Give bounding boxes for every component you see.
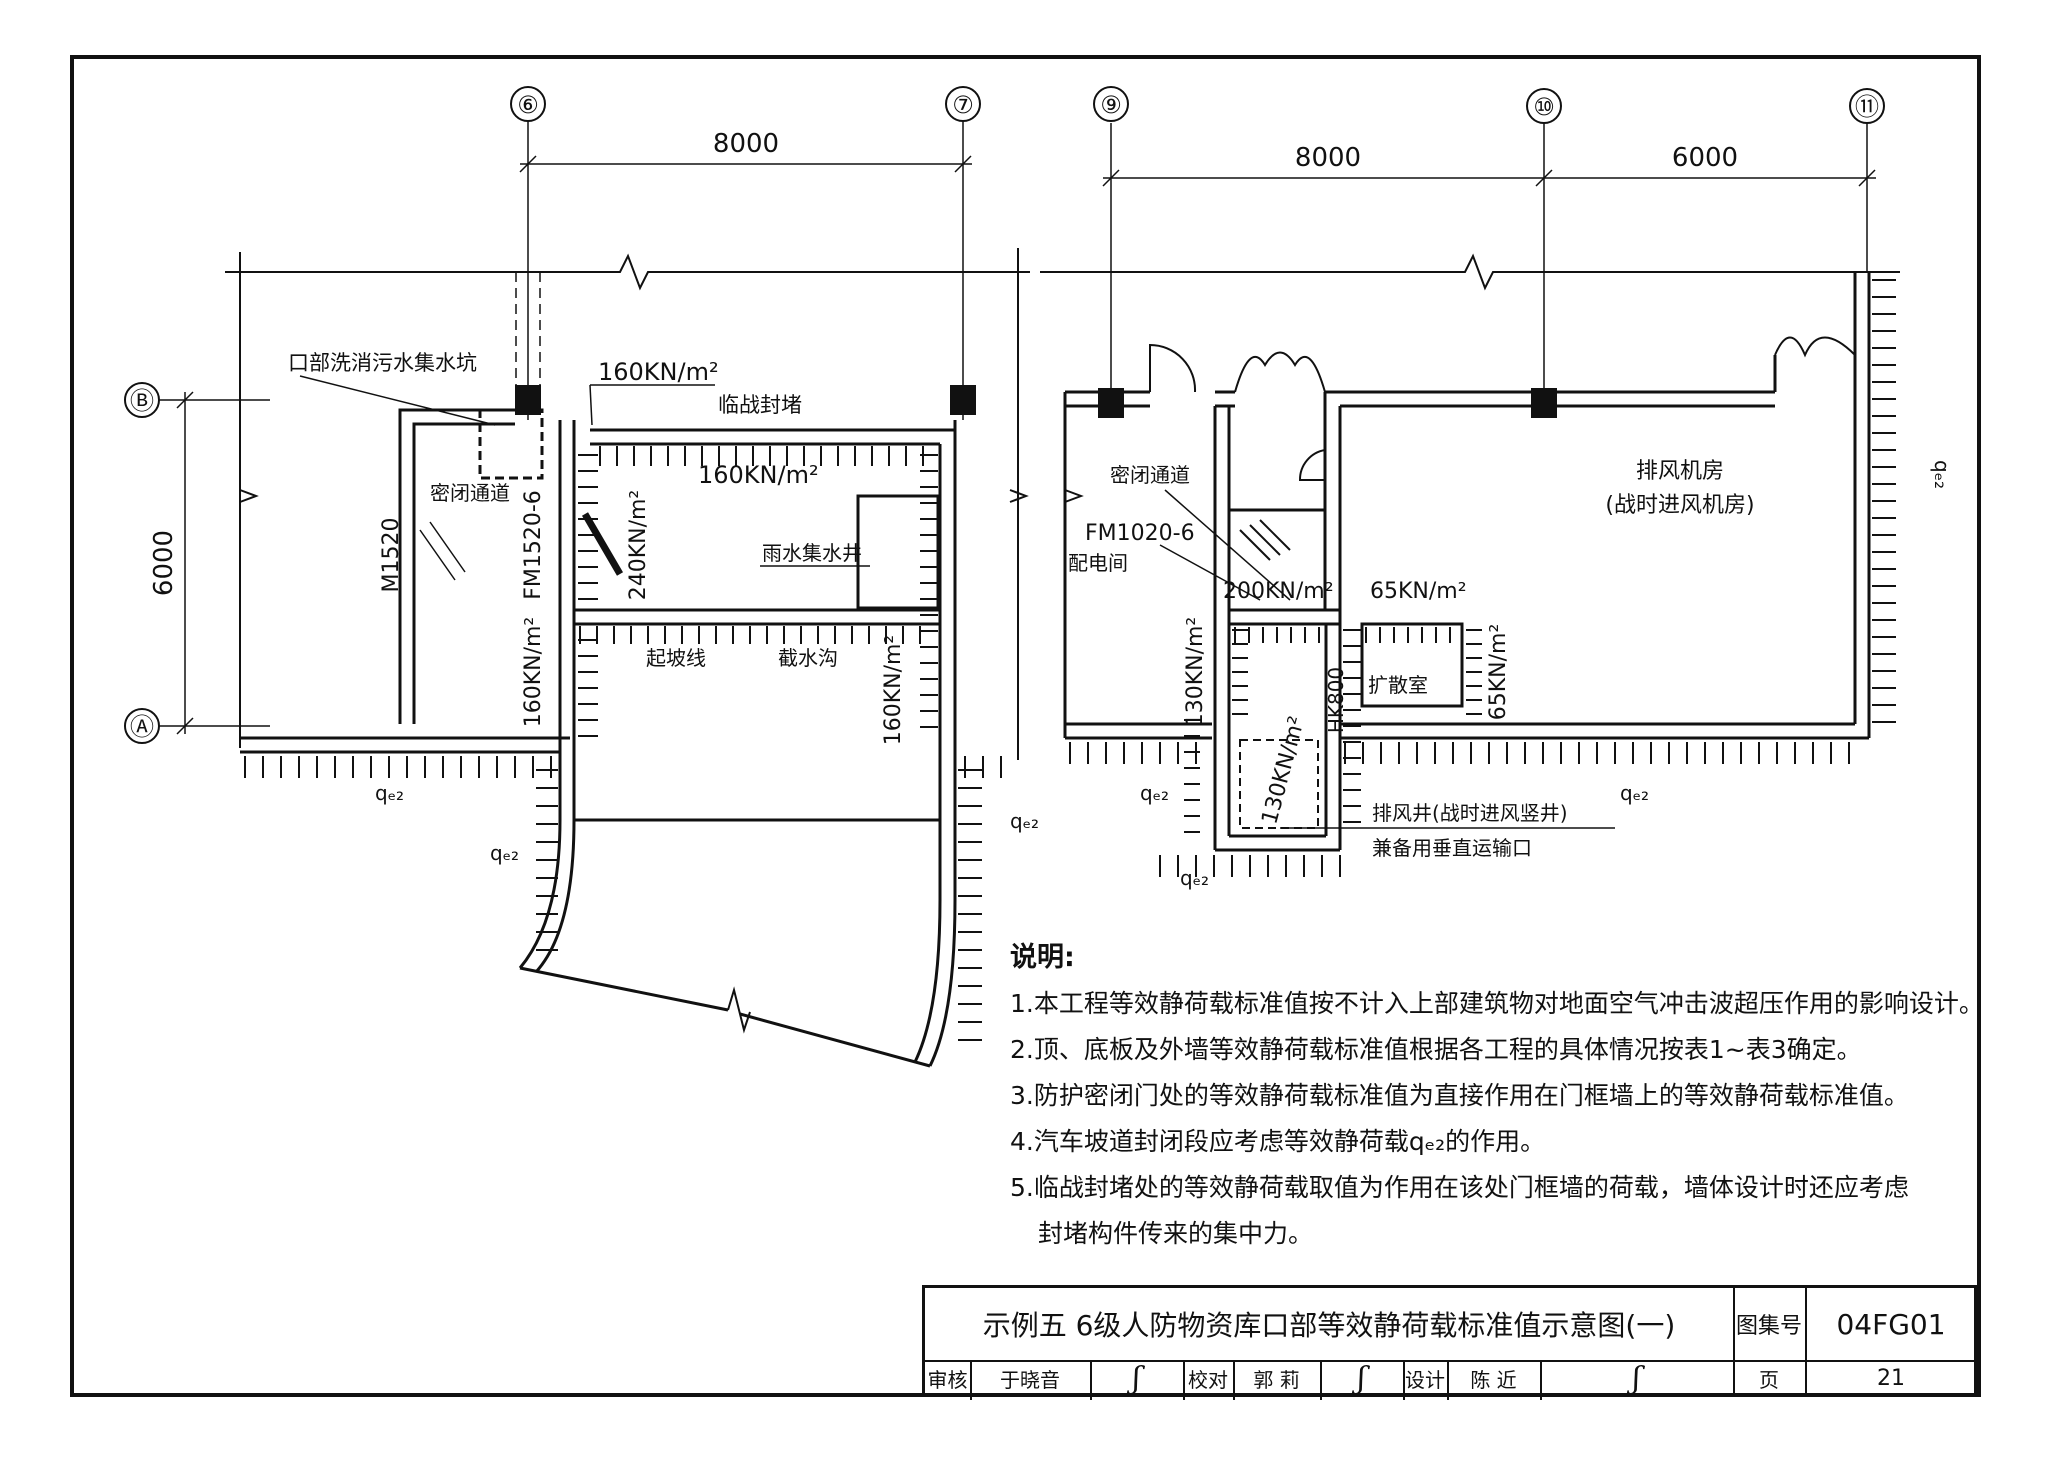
qe2-right-ramp: qₑ₂ xyxy=(1010,809,1039,833)
right-wall-break-mark xyxy=(1009,489,1029,503)
dim-right-8000: 8000 xyxy=(1295,143,1361,173)
slope-line-label: 起坡线 xyxy=(646,646,706,670)
protective-door-fm1520 xyxy=(581,512,624,576)
right-door-marks xyxy=(1239,519,1291,561)
sump-box xyxy=(478,408,544,480)
dimension-lines xyxy=(176,155,1876,735)
load-200: 200KN/m² xyxy=(1223,579,1334,604)
left-wall-break-mark xyxy=(239,489,259,503)
axis-lines xyxy=(159,121,1868,727)
door-fm1020-label: FM1020-6 xyxy=(1085,521,1195,546)
load-65-wall: 65KN/m² xyxy=(1486,624,1511,721)
note-5a: 5.临战封堵处的等效静荷载取值为作用在该处门框墙的荷载，墙体设计时还应考虑 xyxy=(1010,1173,1909,1202)
axis-6-label: ⑥ xyxy=(517,91,539,119)
shaft-dashed-box xyxy=(1239,739,1319,829)
title-block: 示例五 6级人防物资库口部等效静荷载标准值示意图(一) 图集号 04FG01 审… xyxy=(922,1285,1977,1400)
atlas-number: 04FG01 xyxy=(1836,1307,1946,1341)
left-plan-walls xyxy=(240,408,957,1068)
temp-block-label: 临战封堵 xyxy=(718,393,802,417)
axis-markers xyxy=(124,86,1885,744)
axis-10-label: ⑩ xyxy=(1533,93,1555,121)
airlock-label-left: 密闭通道 xyxy=(430,481,510,505)
door-fm1520-label: FM1520-6 xyxy=(521,490,546,600)
axis-11-label: ⑪ xyxy=(1855,93,1879,121)
page-number: 21 xyxy=(1877,1366,1905,1391)
load-130-wall: 130KN/m² xyxy=(1183,617,1208,728)
columns xyxy=(515,385,1557,418)
notes-block: 说明: 1.本工程等效静荷载标准值按不计入上部建筑物对地面空气冲击波超压作用的影… xyxy=(1010,935,1984,1257)
door-m1520-label: M1520 xyxy=(379,518,404,593)
designer-signature: ʃ xyxy=(1632,1361,1641,1396)
drawing-title: 示例五 6级人防物资库口部等效静荷载标准值示意图(一) xyxy=(982,1309,1676,1342)
expansion-label: 扩散室 xyxy=(1368,673,1428,697)
door-swings xyxy=(1149,336,1856,481)
dim-vertical-6000: 6000 xyxy=(149,530,179,596)
axis-B-label: Ⓑ xyxy=(130,387,154,415)
atlas-label: 图集号 xyxy=(1735,1314,1802,1339)
note-3: 3.防护密闭门处的等效静荷载标准值为直接作用在门框墙上的等效静荷载标准值。 xyxy=(1010,1081,1909,1110)
reviewer-signature: ʃ xyxy=(1132,1361,1141,1396)
note-1: 1.本工程等效静荷载标准值按不计入上部建筑物对地面空气冲击波超压作用的影响设计。 xyxy=(1010,989,1984,1018)
qe2-left-bottom: qₑ₂ xyxy=(375,781,404,805)
load-65-top: 65KN/m² xyxy=(1370,579,1467,604)
shaft-label: 排风井(战时进风竖井) xyxy=(1372,801,1568,825)
qe2-left-ramp: qₑ₂ xyxy=(490,841,519,865)
checker-name: 郭 莉 xyxy=(1253,1368,1300,1392)
airlock-label-right: 密闭通道 xyxy=(1110,463,1190,487)
load-right-wall-160: 160KN/m² xyxy=(881,635,906,746)
right-plan-break-mark xyxy=(1064,489,1084,503)
axis-9-label: ⑨ xyxy=(1100,91,1122,119)
load-left-wall-160: 160KN/m² xyxy=(521,617,546,728)
load-130-shaft: 130KN/m² xyxy=(1257,714,1310,827)
reviewer-name: 于晓音 xyxy=(1000,1368,1060,1392)
drain-label: 截水沟 xyxy=(778,646,838,670)
page-label: 页 xyxy=(1759,1368,1779,1392)
design-label: 设计 xyxy=(1405,1368,1445,1392)
check-label: 校对 xyxy=(1188,1368,1228,1392)
dim-right-6000: 6000 xyxy=(1672,143,1738,173)
note-4: 4.汽车坡道封闭段应考虑等效静荷载qₑ₂的作用。 xyxy=(1010,1127,1546,1156)
designer-name: 陈 近 xyxy=(1470,1368,1517,1392)
right-plan-walls xyxy=(1063,272,1871,852)
checker-signature: ʃ xyxy=(1357,1361,1366,1396)
airlock-door-marks xyxy=(419,521,466,581)
fan-room-war-label: (战时进风机房) xyxy=(1605,493,1754,518)
review-label: 审核 xyxy=(927,1368,968,1392)
load-ceiling-160: 160KN/m² xyxy=(698,461,819,489)
ramp-break-mark xyxy=(727,986,751,1034)
axis-A-label: Ⓐ xyxy=(130,713,154,741)
lift-opening-label: 兼备用垂直运输口 xyxy=(1372,836,1532,860)
dim-left-8000: 8000 xyxy=(713,129,779,159)
load-top-160: 160KN/m² xyxy=(598,358,719,386)
load-hatch-marks xyxy=(244,279,1896,1041)
qe2-right-1: qₑ₂ xyxy=(1140,781,1169,805)
notes-heading: 说明: xyxy=(1010,942,1075,973)
ground-line xyxy=(225,248,1900,760)
qe2-right-2: qₑ₂ xyxy=(1180,866,1209,890)
load-240: 240KN/m² xyxy=(626,490,651,601)
note-5b: 封堵构件传来的集中力。 xyxy=(1038,1219,1314,1248)
qe2-right-4: qₑ₂ xyxy=(1930,460,1954,489)
axis-7-label: ⑦ xyxy=(952,91,974,119)
fan-room-label: 排风机房 xyxy=(1636,459,1724,484)
sump-leader xyxy=(299,375,496,426)
sump-dashed-pipes xyxy=(515,272,541,385)
sump-label: 口部洗消污水集水坑 xyxy=(288,351,477,375)
note-2: 2.顶、底板及外墙等效静荷载标准值根据各工程的具体情况按表1~表3确定。 xyxy=(1010,1035,1862,1064)
qe2-right-3: qₑ₂ xyxy=(1620,781,1649,805)
dist-room-label: 配电间 xyxy=(1068,551,1128,575)
valve-hk800: HK800 xyxy=(1324,667,1348,733)
rain-well-label: 雨水集水井 xyxy=(762,541,862,565)
